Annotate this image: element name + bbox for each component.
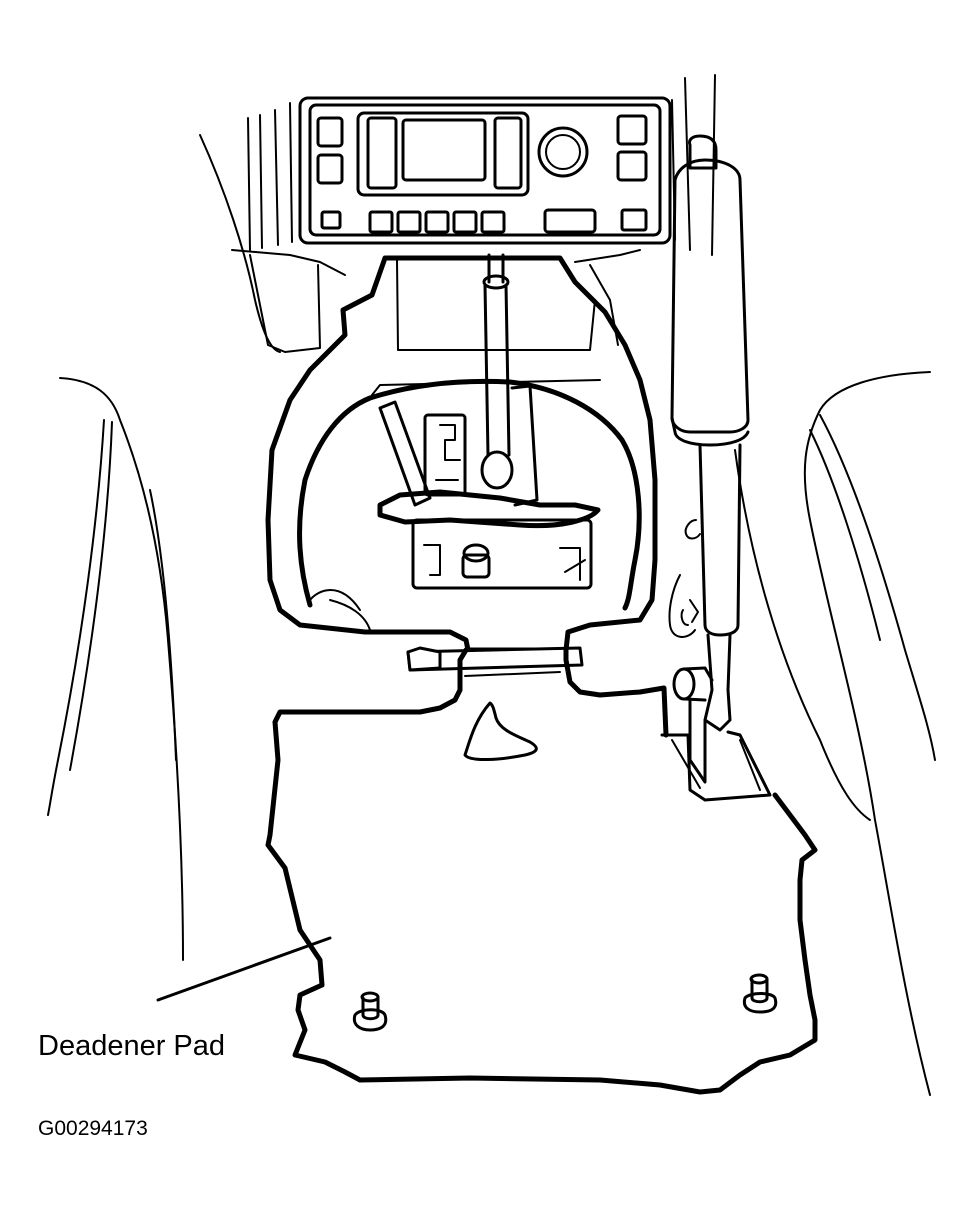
radio-climate-control [316,111,648,234]
brake-floor-opening [660,730,772,802]
deadener-pad [265,647,818,1095]
figure-id: G00294173 [38,1117,148,1140]
mounting-stud-right [742,973,778,1014]
right-seat [734,371,936,1096]
console-frame [265,255,658,653]
mounting-stud-left [352,991,388,1032]
gear-shift-lever [377,253,601,590]
parking-brake-handle [668,134,750,784]
left-seat [47,134,281,961]
mounting-studs [352,973,778,1032]
console-bracket [406,646,584,677]
callout-leader-line [156,936,332,1002]
deadener-pad-label: Deadener Pad [38,1030,226,1062]
